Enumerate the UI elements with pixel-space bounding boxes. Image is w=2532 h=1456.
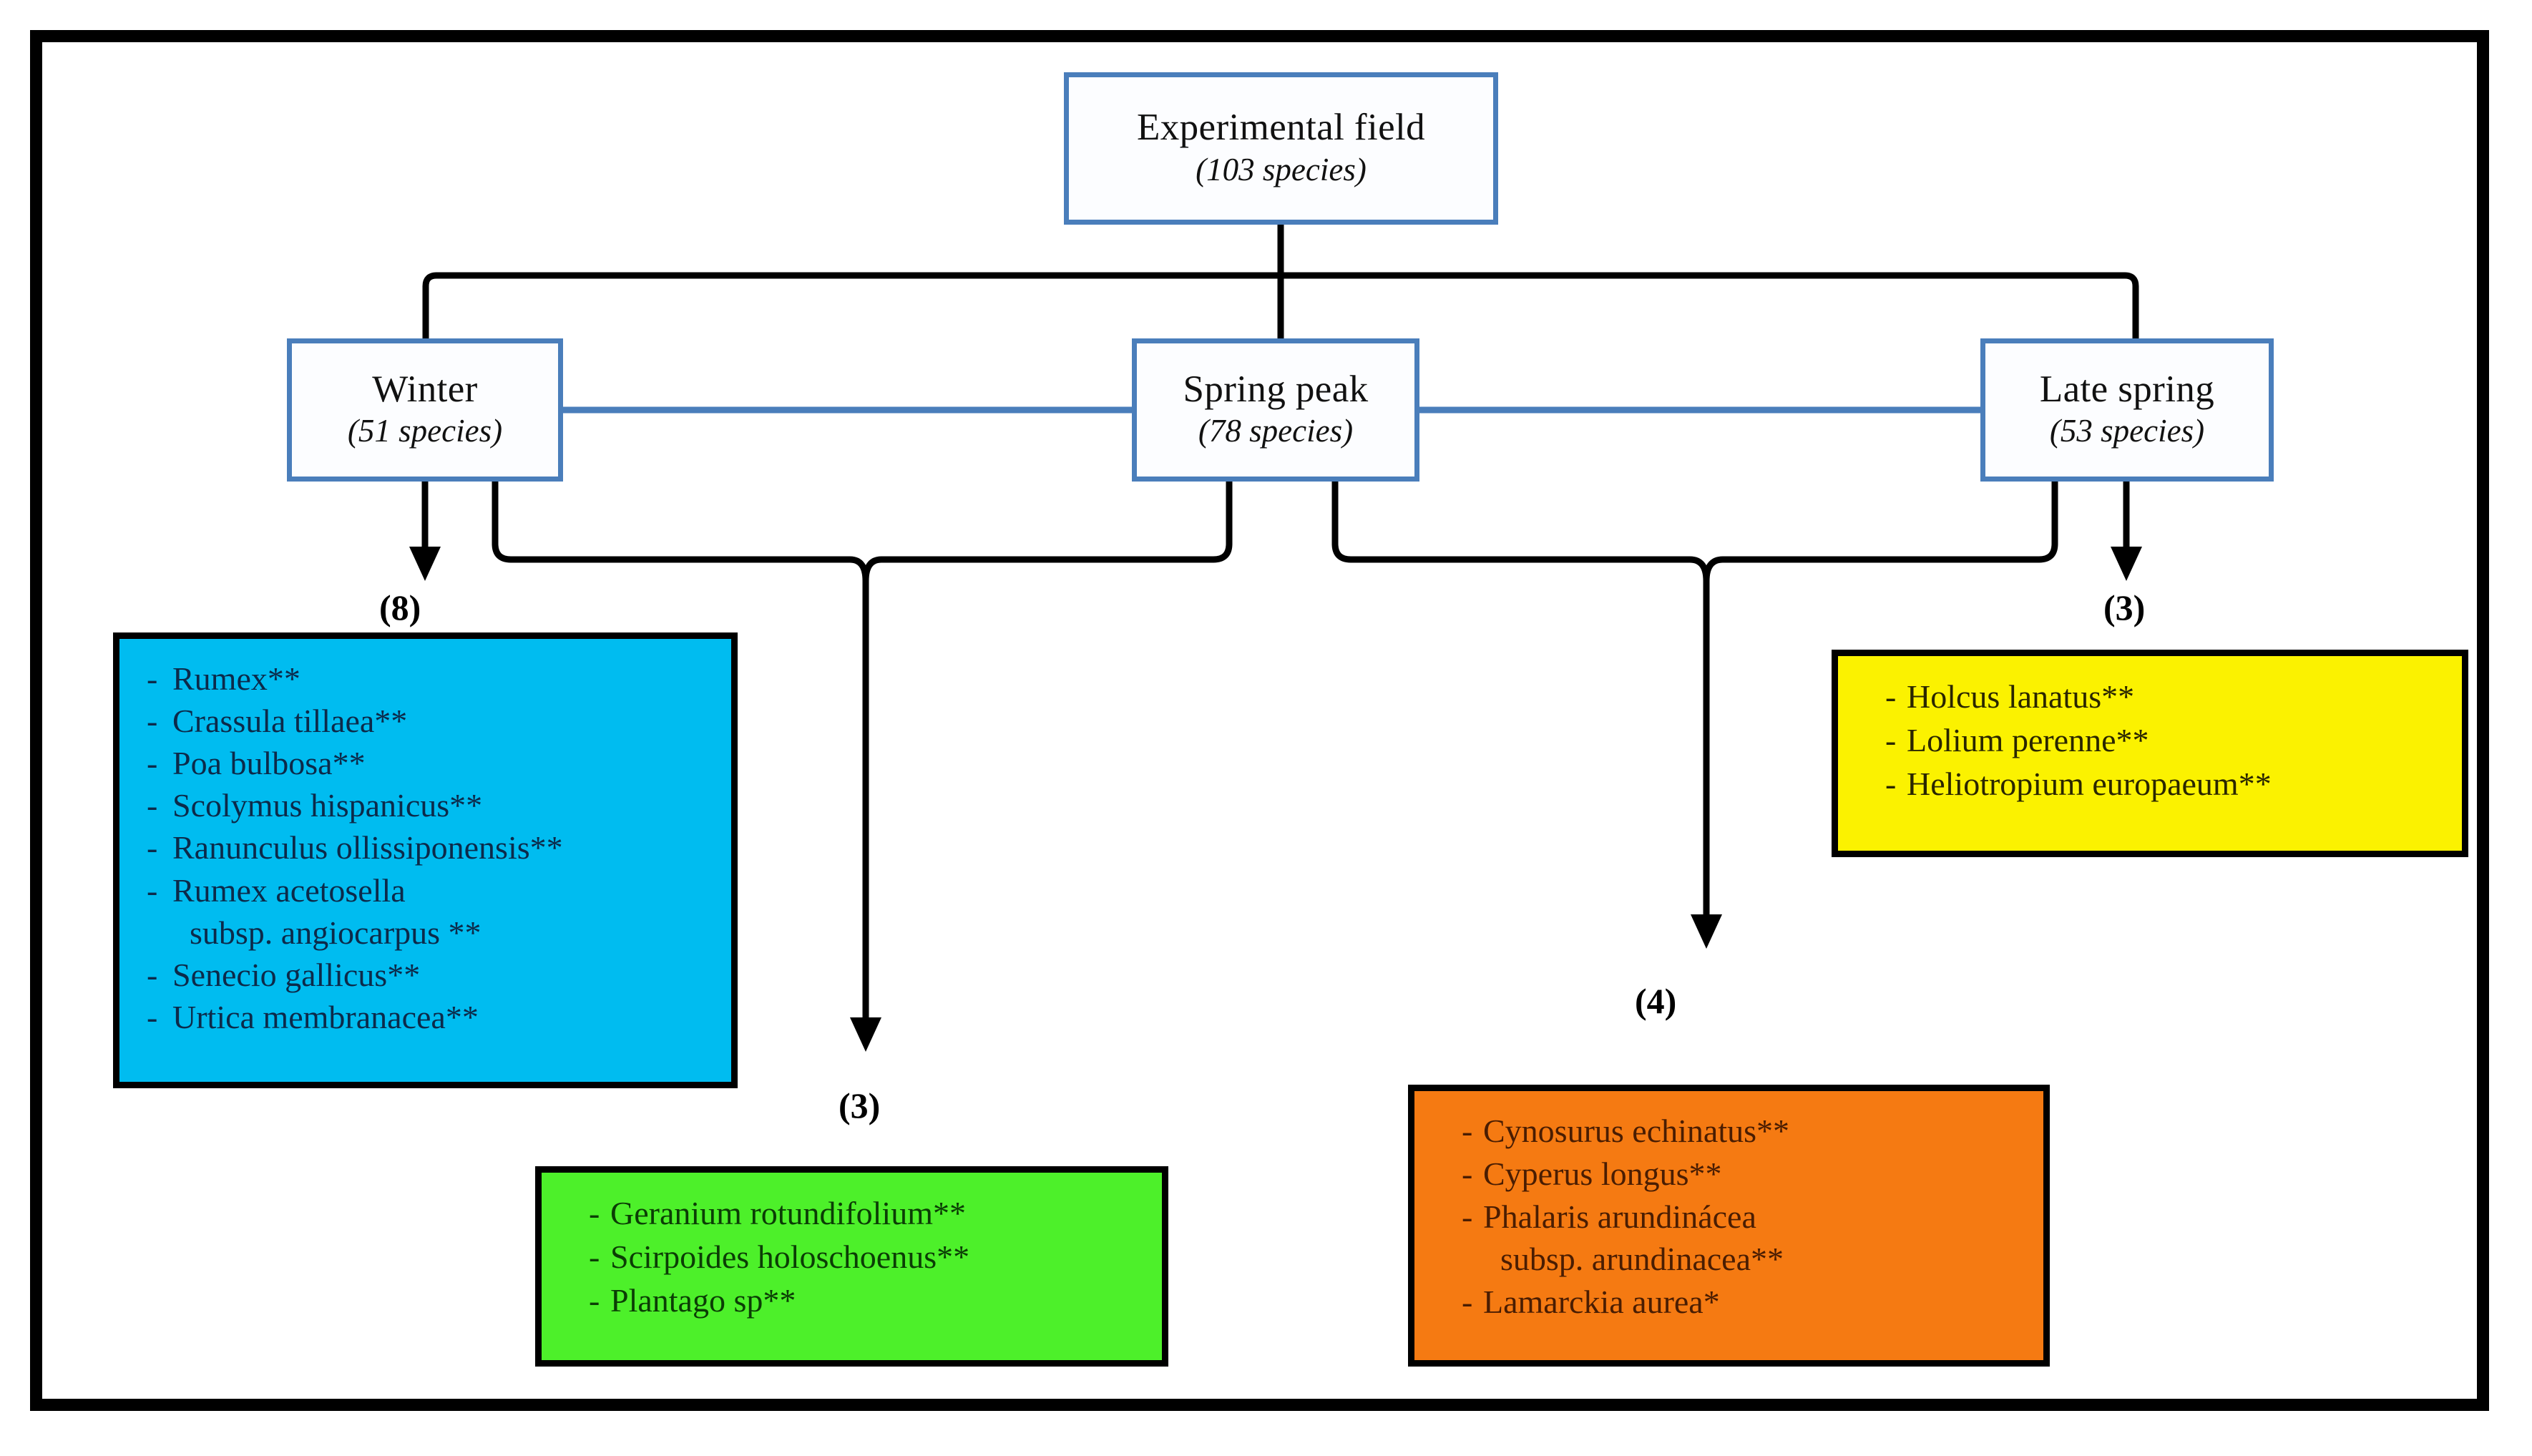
species-bullet: - bbox=[1462, 1284, 1473, 1321]
species-bullet: - bbox=[147, 829, 158, 866]
species-name: Scolymus hispanicus** bbox=[172, 787, 483, 824]
species-name: Ranunculus ollissiponensis** bbox=[172, 829, 563, 866]
species-item: -Rumex** bbox=[119, 658, 731, 700]
species-item: -Crassula tillaea** bbox=[119, 700, 731, 742]
node-label: Spring peak bbox=[1183, 368, 1369, 410]
species-name: Heliotropium europaeum** bbox=[1907, 766, 2272, 803]
species-bullet: - bbox=[1885, 722, 1897, 759]
species-item: -Lamarckia aurea* bbox=[1430, 1281, 2043, 1324]
node-species-count: (103 species) bbox=[1196, 151, 1367, 187]
species-name: Scirpoides holoschoenus** bbox=[610, 1238, 970, 1276]
species-item: -Poa bulbosa** bbox=[119, 742, 731, 784]
node-experimental-field[interactable]: Experimental field (103 species) bbox=[1064, 72, 1498, 225]
node-spring-peak[interactable]: Spring peak (78 species) bbox=[1132, 338, 1419, 482]
node-label: Experimental field bbox=[1136, 107, 1426, 149]
species-box-spring-late-shared[interactable]: -Cynosurus echinatus**-Cyperus longus**-… bbox=[1408, 1085, 2050, 1367]
species-bullet: - bbox=[1462, 1155, 1473, 1192]
species-bullet bbox=[1447, 1238, 1500, 1281]
species-name: Lamarckia aurea* bbox=[1483, 1284, 1720, 1321]
node-species-count: (78 species) bbox=[1198, 413, 1354, 449]
species-bullet: - bbox=[147, 998, 158, 1035]
species-item: -Cyperus longus** bbox=[1430, 1153, 2043, 1196]
species-bullet: - bbox=[589, 1282, 600, 1319]
species-name: Senecio gallicus** bbox=[172, 956, 421, 993]
node-label: Winter bbox=[372, 368, 478, 410]
species-name: Geranium rotundifolium** bbox=[610, 1195, 966, 1231]
species-box-winter-exclusive[interactable]: -Rumex**-Crassula tillaea**-Poa bulbosa*… bbox=[113, 632, 738, 1088]
node-species-count: (51 species) bbox=[347, 413, 503, 449]
species-item: -Scirpoides holoschoenus** bbox=[557, 1235, 1162, 1279]
species-item: -Ranunculus ollissiponensis** bbox=[119, 826, 731, 869]
species-bullet: - bbox=[147, 787, 158, 824]
species-item: -Plantago sp** bbox=[557, 1279, 1162, 1322]
species-bullet: - bbox=[147, 703, 158, 740]
species-item: -Rumex acetosella bbox=[119, 869, 731, 912]
species-list: -Rumex**-Crassula tillaea**-Poa bulbosa*… bbox=[119, 658, 731, 1038]
species-item: -Scolymus hispanicus** bbox=[119, 784, 731, 826]
species-bullet: - bbox=[589, 1195, 600, 1231]
species-bullet: - bbox=[1462, 1113, 1473, 1149]
species-name: Holcus lanatus** bbox=[1907, 678, 2135, 715]
species-list: -Cynosurus echinatus**-Cyperus longus**-… bbox=[1414, 1110, 2043, 1324]
species-name: Rumex** bbox=[172, 660, 300, 697]
species-bullet: - bbox=[147, 745, 158, 782]
species-item: -Heliotropium europaeum** bbox=[1854, 762, 2462, 806]
species-item: -Urtica membranacea** bbox=[119, 996, 731, 1038]
species-name: Plantago sp** bbox=[610, 1282, 796, 1319]
species-name: Poa bulbosa** bbox=[172, 745, 366, 782]
count-winter-exclusive: (8) bbox=[379, 587, 421, 627]
species-name: subsp. angiocarpus ** bbox=[190, 914, 482, 951]
species-item: -Holcus lanatus** bbox=[1854, 675, 2462, 718]
species-item: -Cynosurus echinatus** bbox=[1430, 1110, 2043, 1153]
species-bullet: - bbox=[589, 1238, 600, 1276]
species-item: -Phalaris arundinácea bbox=[1430, 1196, 2043, 1238]
count-late-exclusive: (3) bbox=[2103, 587, 2146, 627]
species-item: subsp. angiocarpus ** bbox=[119, 912, 731, 954]
species-item: subsp. arundinacea** bbox=[1430, 1238, 2043, 1281]
species-bullet: - bbox=[1885, 678, 1897, 715]
species-list: -Geranium rotundifolium**-Scirpoides hol… bbox=[542, 1191, 1162, 1323]
count-winter-spring-shared: (3) bbox=[839, 1085, 881, 1125]
count-spring-late-shared: (4) bbox=[1635, 981, 1677, 1021]
species-bullet bbox=[137, 912, 190, 954]
species-item: -Senecio gallicus** bbox=[119, 954, 731, 996]
species-name: Rumex acetosella bbox=[172, 871, 406, 909]
species-name: Urtica membranacea** bbox=[172, 998, 479, 1035]
species-box-winter-spring-shared[interactable]: -Geranium rotundifolium**-Scirpoides hol… bbox=[535, 1166, 1168, 1367]
species-bullet: - bbox=[147, 956, 158, 993]
node-late-spring[interactable]: Late spring (53 species) bbox=[1980, 338, 2274, 482]
species-name: Cyperus longus** bbox=[1483, 1155, 1722, 1192]
species-name: Lolium perenne** bbox=[1907, 722, 2149, 759]
node-label: Late spring bbox=[2039, 368, 2215, 410]
species-bullet: - bbox=[1462, 1198, 1473, 1235]
species-box-late-exclusive[interactable]: -Holcus lanatus**-Lolium perenne**-Helio… bbox=[1832, 650, 2468, 857]
node-winter[interactable]: Winter (51 species) bbox=[287, 338, 563, 482]
species-item: -Geranium rotundifolium** bbox=[557, 1191, 1162, 1235]
node-species-count: (53 species) bbox=[2049, 413, 2205, 449]
species-bullet: - bbox=[147, 871, 158, 909]
species-item: -Lolium perenne** bbox=[1854, 718, 2462, 762]
species-name: Phalaris arundinácea bbox=[1483, 1198, 1756, 1235]
species-name: subsp. arundinacea** bbox=[1500, 1241, 1784, 1278]
species-bullet: - bbox=[1885, 766, 1897, 803]
species-name: Crassula tillaea** bbox=[172, 703, 408, 740]
species-name: Cynosurus echinatus** bbox=[1483, 1113, 1790, 1149]
species-bullet: - bbox=[147, 660, 158, 697]
species-list: -Holcus lanatus**-Lolium perenne**-Helio… bbox=[1838, 675, 2462, 806]
